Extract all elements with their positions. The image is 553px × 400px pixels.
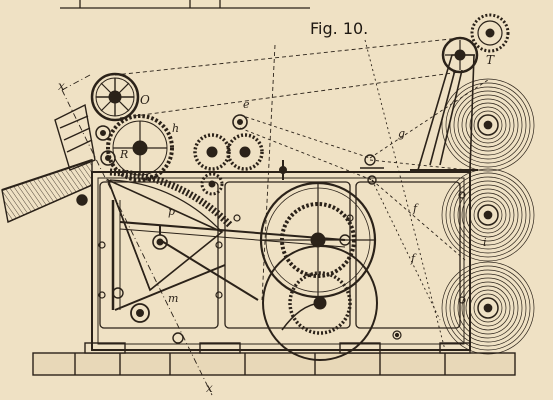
label-h: h — [172, 122, 179, 135]
label-m: m — [168, 292, 178, 305]
label-x-bottom: x — [206, 381, 213, 395]
wound-rolls — [441, 78, 535, 355]
figure-caption: Fig. 10. — [310, 19, 368, 38]
gear-train-left — [95, 114, 174, 182]
pulley-o — [90, 72, 140, 122]
main-wheel-upper — [259, 181, 377, 299]
label-g: g — [398, 127, 405, 140]
label-o: O — [140, 93, 150, 107]
previous-figure-fragment — [60, 0, 310, 9]
pulley-t — [441, 13, 510, 74]
connecting-rods — [111, 160, 351, 344]
reference-letters: x x O T R e h f f g p m i — [58, 53, 495, 395]
floor-base — [32, 342, 516, 376]
label-r: R — [119, 148, 128, 161]
belt-lines — [61, 37, 489, 396]
label-e: e — [243, 98, 250, 111]
label-f1: f — [412, 202, 419, 215]
main-wheel-lower — [262, 245, 378, 361]
feed-table — [1, 103, 96, 223]
label-x-top: x — [58, 79, 65, 93]
label-p: p — [168, 205, 175, 218]
gear-train-upper — [193, 114, 264, 196]
label-i: i — [483, 236, 487, 249]
frame-bolts — [98, 191, 466, 340]
label-t: T — [486, 53, 495, 67]
label-f2: f — [410, 252, 417, 265]
